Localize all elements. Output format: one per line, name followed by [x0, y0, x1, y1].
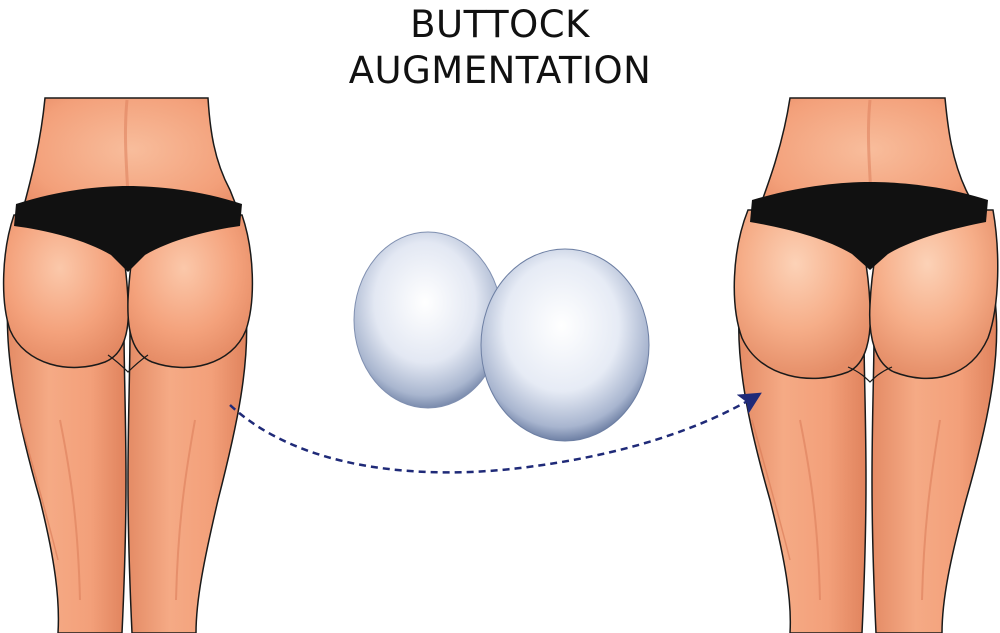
page-title: BUTTOCK AUGMENTATION	[0, 0, 1000, 94]
after-underwear	[750, 182, 988, 270]
buttocks-after-figure	[733, 97, 999, 633]
implant-left	[353, 231, 503, 409]
title-line-2: AUGMENTATION	[348, 49, 652, 92]
implant-right	[480, 248, 650, 442]
dashed-arrow	[229, 392, 762, 474]
implant-spheres	[353, 231, 650, 442]
title-line-1: BUTTOCK	[410, 3, 590, 46]
after-left-leg	[737, 299, 867, 633]
before-underwear	[14, 186, 242, 272]
after-right-leg	[871, 299, 998, 633]
buttocks-before-figure	[2, 97, 254, 633]
